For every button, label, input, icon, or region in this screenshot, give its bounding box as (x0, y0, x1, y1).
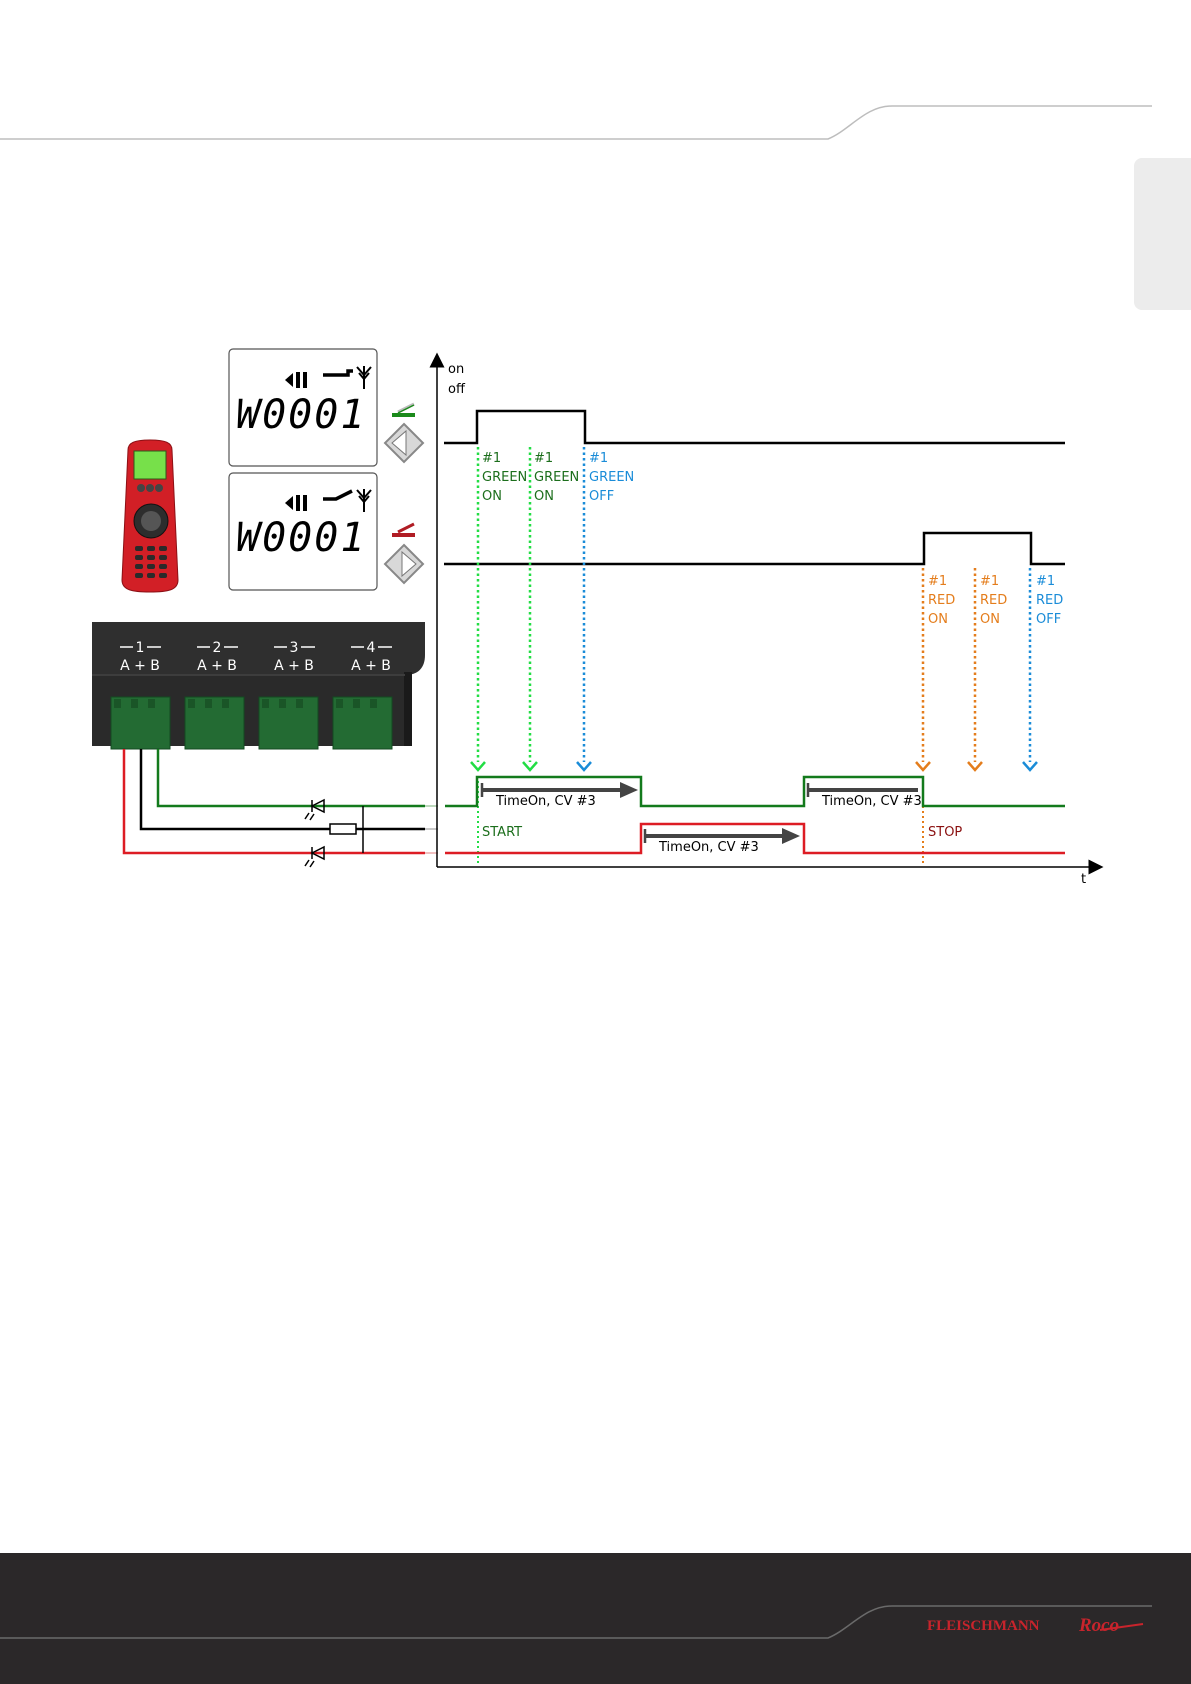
lcd-display-1: W0001 (229, 349, 377, 466)
handheld-screen (134, 451, 166, 479)
timeon-arrow-2: TimeOn, CV #3 (645, 828, 800, 855)
svg-text:#1: #1 (980, 574, 999, 589)
footer: FLEISCHMANN Roco (0, 1553, 1191, 1684)
wire-red (124, 749, 425, 853)
start-label: START (482, 825, 522, 840)
svg-text:A + B: A + B (197, 658, 237, 674)
svg-text:GREEN: GREEN (534, 470, 579, 485)
handheld-controller (122, 440, 178, 592)
diamond-right-button[interactable] (385, 545, 423, 583)
cmd-red-on-1: #1 RED ON (928, 574, 955, 627)
svg-text:RED: RED (928, 593, 955, 608)
diamond-left-button[interactable] (385, 424, 423, 462)
svg-text:2: 2 (213, 640, 222, 656)
svg-text:A + B: A + B (351, 658, 391, 674)
wire-black (141, 749, 425, 829)
svg-text:A + B: A + B (120, 658, 160, 674)
svg-text:ON: ON (482, 489, 502, 504)
red-command-signal (444, 533, 1065, 564)
lcd-1-text: W0001 (236, 392, 366, 438)
cmd-red-off: #1 RED OFF (1036, 574, 1063, 627)
stop-label: STOP (928, 825, 962, 840)
svg-text:ON: ON (928, 612, 948, 627)
cmd-red-on-2: #1 RED ON (980, 574, 1007, 627)
side-tab (1134, 158, 1191, 310)
turnout-green-indicator (392, 404, 415, 415)
svg-text:#1: #1 (482, 451, 501, 466)
cmd-green-off: #1 GREEN OFF (589, 451, 634, 504)
lcd-display-2: W0001 (229, 473, 377, 590)
terminal-block-1 (111, 697, 170, 749)
timeon-arrow-3: TimeOn, CV #3 (808, 783, 922, 809)
cmd-green-on-2: #1 GREEN ON (534, 451, 579, 504)
timing-diagram: on off t (437, 360, 1096, 887)
svg-text:#1: #1 (589, 451, 608, 466)
svg-text:1: 1 (136, 640, 145, 656)
green-command-signal (444, 411, 1065, 443)
svg-text:RED: RED (1036, 593, 1063, 608)
svg-text:TimeOn, CV #3: TimeOn, CV #3 (821, 794, 922, 809)
red-off-dropline (1023, 568, 1037, 770)
svg-text:TimeOn, CV #3: TimeOn, CV #3 (658, 840, 759, 855)
svg-text:#1: #1 (928, 574, 947, 589)
wire-green (158, 749, 425, 806)
x-axis-t-label: t (1081, 872, 1086, 887)
svg-text:TimeOn, CV #3: TimeOn, CV #3 (495, 794, 596, 809)
timeon-arrow-1: TimeOn, CV #3 (482, 782, 638, 809)
terminal-block-4 (333, 697, 392, 749)
turnout-red-indicator (392, 524, 415, 535)
svg-text:#1: #1 (1036, 574, 1055, 589)
svg-text:GREEN: GREEN (589, 470, 634, 485)
led-green-symbol (305, 800, 324, 820)
terminal-block-3 (259, 697, 318, 749)
svg-text:ON: ON (534, 489, 554, 504)
svg-text:OFF: OFF (589, 489, 614, 504)
brand-fleischmann: FLEISCHMANN (927, 1618, 1040, 1634)
terminal-block-2 (185, 697, 244, 749)
svg-text:OFF: OFF (1036, 612, 1061, 627)
header-curve-line (0, 106, 1152, 139)
svg-text:#1: #1 (534, 451, 553, 466)
cmd-green-on-1: #1 GREEN ON (482, 451, 527, 504)
svg-text:4: 4 (367, 640, 376, 656)
y-axis-off-label: off (448, 382, 466, 397)
svg-text:RED: RED (980, 593, 1007, 608)
brand-roco: Roco (1078, 1615, 1119, 1636)
y-axis-on-label: on (448, 362, 464, 377)
lcd-2-text: W0001 (236, 515, 366, 561)
svg-text:GREEN: GREEN (482, 470, 527, 485)
svg-text:ON: ON (980, 612, 1000, 627)
svg-text:A + B: A + B (274, 658, 314, 674)
led-red-symbol (305, 847, 324, 867)
svg-text:3: 3 (290, 640, 299, 656)
decoder-module: 1 A + B 2 A + B 3 A + B 4 A + B (92, 622, 425, 749)
